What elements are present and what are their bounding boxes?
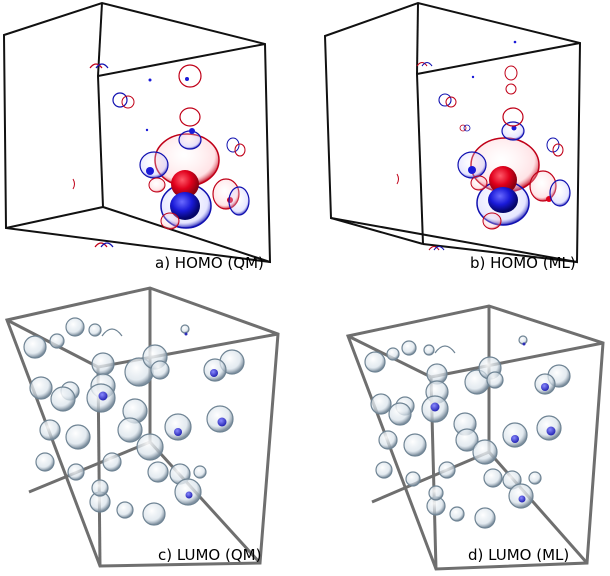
panel-a-homo-qm: a) HOMO (QM)	[0, 0, 300, 280]
isosurface-spheres	[364, 335, 571, 529]
orbital-lobes	[72, 63, 250, 248]
isosurface-spheres	[23, 317, 245, 526]
panel-b-caption: b) HOMO (ML)	[470, 254, 576, 272]
lumo-cores	[430, 342, 556, 503]
box-frame	[323, 1, 582, 264]
panel-a-render	[2, 1, 272, 264]
panel-d-lumo-ml: d) LUMO (ML)	[305, 282, 610, 576]
panel-a-caption: a) HOMO (QM)	[155, 254, 264, 272]
box-frame	[2, 1, 272, 264]
orbital-lobes	[396, 40, 571, 251]
lumo-cores	[98, 332, 227, 499]
panel-b-homo-ml: b) HOMO (ML)	[305, 0, 610, 280]
panel-d-caption: d) LUMO (ML)	[468, 546, 570, 564]
panel-c-lumo-qm: c) LUMO (QM)	[0, 282, 300, 576]
panel-c-render	[4, 286, 280, 568]
panel-c-caption: c) LUMO (QM)	[158, 546, 262, 564]
panel-d-render	[345, 304, 605, 571]
panel-b-render	[323, 1, 582, 264]
